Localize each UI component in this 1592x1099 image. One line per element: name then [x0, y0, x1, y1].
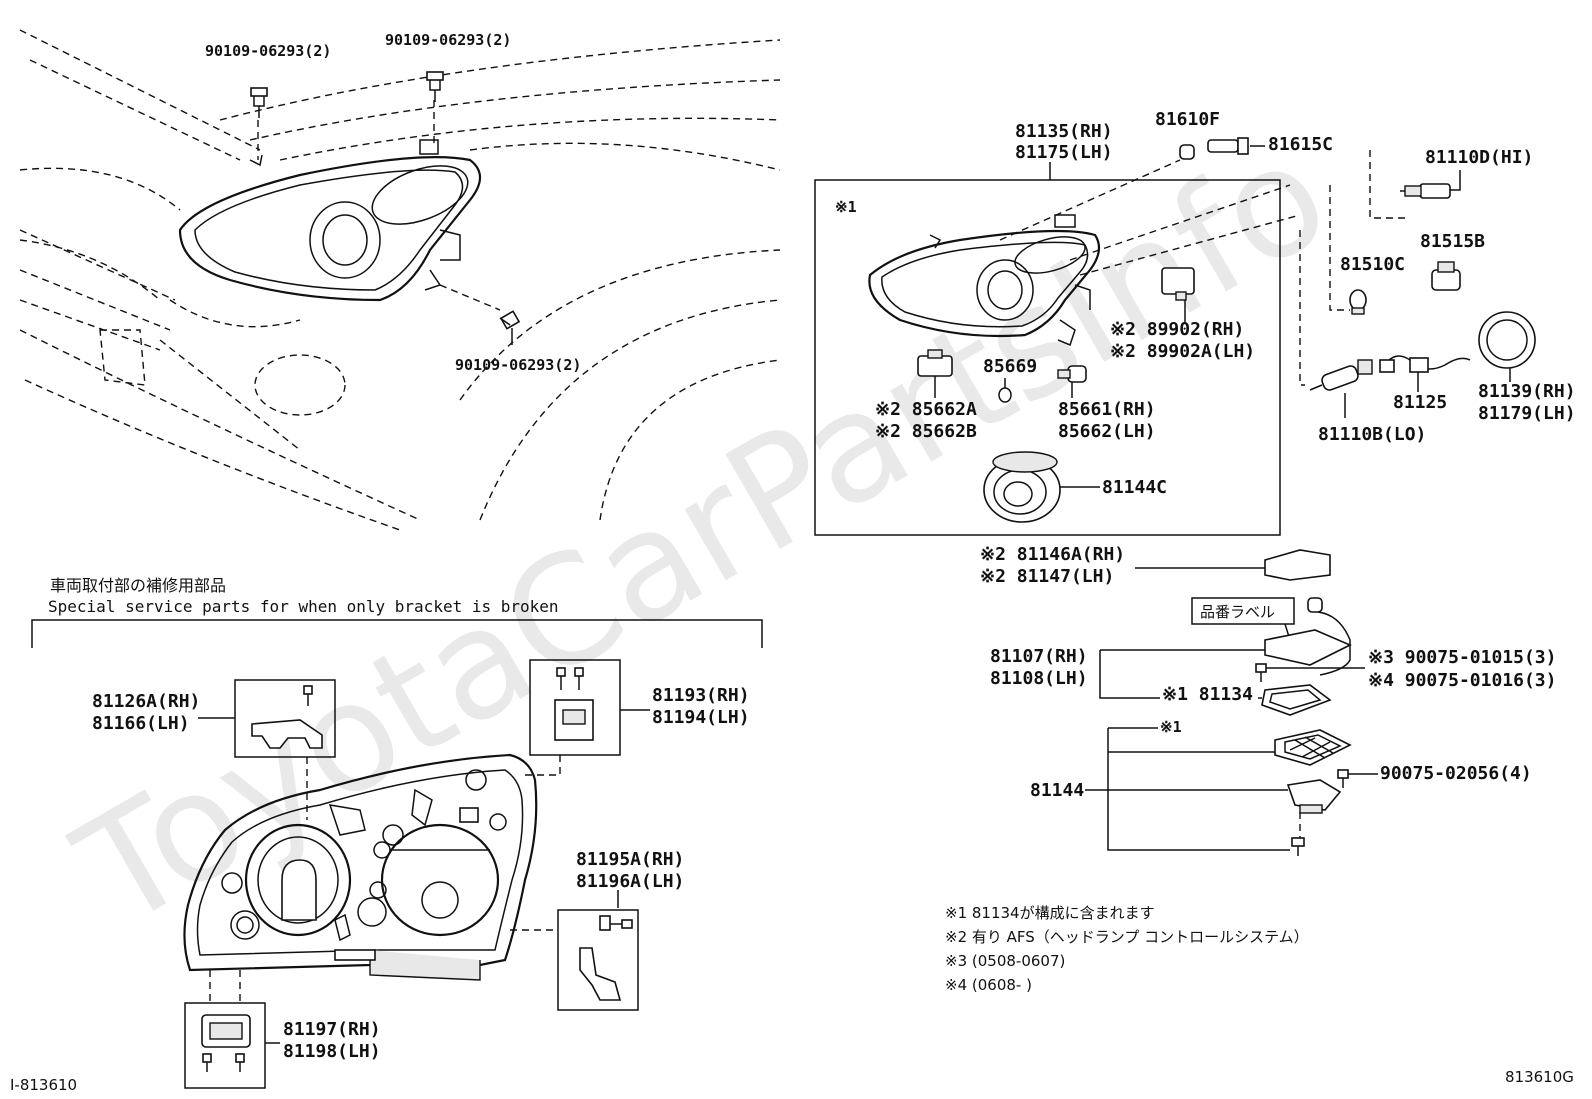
label-81610f: 81610F [1155, 109, 1220, 130]
part-81144-cover-icon [1274, 729, 1352, 766]
part-81126a-bracket-icon [251, 685, 323, 749]
part-89902-actuator-icon [1161, 267, 1195, 301]
label-81194: 81194(LH) [652, 707, 750, 728]
part-81515b-socket-icon [1431, 261, 1461, 291]
diagram-id-right: 813610G [1505, 1068, 1574, 1086]
label-screw-b: 90109-06293(2) [385, 31, 511, 49]
label-85662: 85662(LH) [1058, 421, 1156, 442]
label-85661: 85661(RH) [1058, 399, 1156, 420]
label-81197: 81197(RH) [283, 1019, 381, 1040]
footnotes: ※1 81134が構成に含まれます ※2 有り AFS（ヘッドランプ コントロー… [945, 904, 1309, 994]
label-screw-c: 90109-06293(2) [455, 356, 581, 374]
part-81197-bracket-icon [201, 1014, 251, 1072]
label-81135: 81135(RH) [1015, 121, 1113, 142]
label-81144c: 81144C [1102, 477, 1167, 498]
label-90075-01016: ※4 90075-01016(3) [1368, 670, 1556, 691]
part-81146a-cover-icon [1264, 549, 1331, 581]
mark-1-lower-label: ※1 [1160, 718, 1182, 736]
headlamp-assembly-box [814, 179, 1281, 536]
label-box-text: 品番ラベル [1200, 603, 1275, 621]
screw-90075-02056-icon [1337, 769, 1349, 788]
label-81515b: 81515B [1420, 231, 1485, 252]
label-89902a: ※2 89902A(LH) [1110, 341, 1255, 362]
label-81195a: 81195A(RH) [576, 849, 684, 870]
label-81134: ※1 81134 [1162, 684, 1253, 705]
part-81110b-hid-bulb-icon [1309, 359, 1373, 391]
label-box [1191, 597, 1295, 625]
label-81196a: 81196A(LH) [576, 871, 684, 892]
label-81166: 81166(LH) [92, 713, 190, 734]
label-89902: ※2 89902(RH) [1110, 319, 1244, 340]
note-1: ※1 81134が構成に含まれます [945, 904, 1155, 922]
label-81107: 81107(RH) [990, 646, 1088, 667]
label-81110b: 81110B(LO) [1318, 424, 1426, 445]
label-81193: 81193(RH) [652, 685, 750, 706]
label-85662b: ※2 85662B [875, 421, 977, 442]
label-81147: ※2 81147(LH) [980, 566, 1114, 587]
label-81615c: 81615C [1268, 134, 1333, 155]
diagram-id-left: I-813610 [10, 1076, 77, 1094]
label-81175: 81175(LH) [1015, 142, 1113, 163]
label-81125: 81125 [1393, 392, 1447, 413]
label-screw-a: 90109-06293(2) [205, 42, 331, 60]
label-81510c: 81510C [1340, 254, 1405, 275]
part-81110d-bulb-icon [1400, 183, 1451, 199]
part-81195a-bracket-icon [579, 915, 633, 1001]
label-85669: 85669 [983, 356, 1037, 377]
part-85661-bulb-icon [1057, 365, 1087, 383]
section-header-en: Special service parts for when only brac… [48, 597, 559, 616]
car-front-illustration [19, 29, 781, 531]
label-81179: 81179(LH) [1478, 403, 1576, 424]
part-81615c-icon [1207, 137, 1249, 155]
note-2: ※2 有り AFS（ヘッドランプ コントロールシステム） [945, 928, 1309, 946]
section-header-jp: 車両取付部の補修用部品 [50, 576, 226, 595]
box-81197 [184, 1002, 266, 1089]
part-81144c-reflector-icon [983, 451, 1061, 523]
headlamp-unit-drawing [868, 214, 1101, 347]
part-81610f-icon [1179, 144, 1195, 160]
mark-1-box-label: ※1 [835, 198, 857, 216]
part-81193-bracket-icon [554, 667, 594, 741]
part-81139-cap-icon [1478, 311, 1536, 369]
part-81144-base-icon [1286, 779, 1342, 814]
label-90075-01015: ※3 90075-01015(3) [1368, 647, 1556, 668]
label-81108: 81108(LH) [990, 668, 1088, 689]
box-81193 [529, 659, 621, 756]
part-81107-ballast-icon [1264, 597, 1352, 676]
label-81144: 81144 [1030, 780, 1084, 801]
label-81146a: ※2 81146A(RH) [980, 544, 1125, 565]
label-81198: 81198(LH) [283, 1041, 381, 1062]
screw-90075-01015-icon [1255, 663, 1267, 682]
label-81139: 81139(RH) [1478, 381, 1576, 402]
label-85662a: ※2 85662A [875, 399, 977, 420]
label-90075-02056: 90075-02056(4) [1380, 763, 1532, 784]
screw-81144-bottom-icon [1291, 837, 1305, 856]
part-81510c-bulb-icon [1349, 289, 1367, 315]
label-81110d: 81110D(HI) [1425, 147, 1533, 168]
note-3: ※3 (0508-0607) [945, 952, 1065, 970]
label-81126a: 81126A(RH) [92, 691, 200, 712]
headlamp-rear-housing-drawing [183, 753, 538, 981]
box-81195a [557, 909, 639, 1011]
part-81125-cable-icon [1379, 355, 1471, 373]
note-4: ※4 (0608- ) [945, 976, 1032, 994]
